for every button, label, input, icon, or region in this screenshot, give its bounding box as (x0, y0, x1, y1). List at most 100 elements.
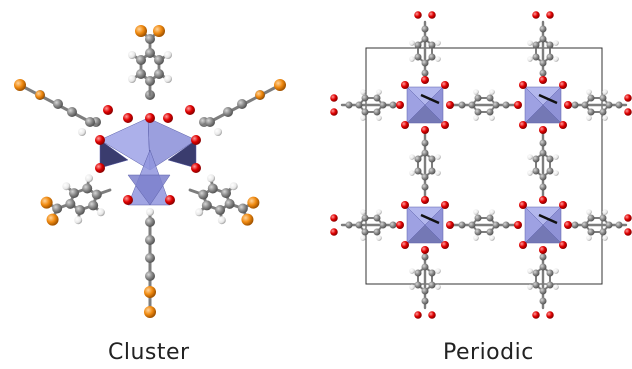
periodic-structure (330, 11, 632, 319)
carbon-atom (373, 94, 381, 102)
carbon-atom (546, 281, 554, 289)
oxygen-atom (95, 163, 105, 173)
carbon-atom (474, 228, 482, 236)
oxygen-atom (123, 195, 133, 205)
carbon-atom (52, 203, 63, 214)
carbon-atom (145, 271, 155, 281)
oxygen-atom (519, 81, 527, 89)
carbon-atom (539, 253, 547, 261)
carbon-atom (458, 101, 466, 109)
carbon-atom (74, 205, 85, 216)
hydrogen-atom (527, 284, 533, 290)
oxygen-atom (330, 108, 338, 116)
hydrogen-atom (360, 89, 366, 95)
carbon-atom (205, 117, 215, 127)
hydrogen-atom (409, 268, 415, 274)
oxygen-atom (421, 246, 429, 254)
oxygen-atom (414, 311, 422, 319)
hydrogen-atom (435, 170, 441, 176)
metal-polyhedron (524, 104, 562, 124)
oxygen-atom (330, 94, 338, 102)
carbon-atom (605, 221, 613, 229)
oxygen-atom (564, 221, 572, 229)
oxygen-atom (123, 113, 133, 123)
carbon-atom (532, 155, 540, 163)
carbon-atom (421, 59, 429, 67)
oxygen-atom (421, 76, 429, 84)
carbon-atom (539, 69, 547, 77)
cap-atom (14, 79, 26, 91)
hydrogen-atom (473, 89, 479, 95)
carbon-atom (581, 101, 589, 109)
carbon-atom (154, 55, 164, 65)
hydrogen-atom (376, 235, 382, 241)
carbon-atom (136, 69, 146, 79)
carbon-atom (474, 214, 482, 222)
carbon-atom (571, 221, 579, 229)
oxygen-atom (428, 311, 436, 319)
periodic-caption: Periodic (443, 340, 534, 365)
carbon-atom (532, 281, 540, 289)
hydrogen-atom (435, 154, 441, 160)
oxygen-atom (145, 113, 155, 123)
carbon-atom (421, 263, 429, 271)
carbon-atom (414, 269, 422, 277)
carbon-atom (136, 55, 146, 65)
hydrogen-atom (409, 154, 415, 160)
carbon-atom (53, 99, 63, 109)
carbon-atom (67, 107, 77, 117)
carbon-atom (373, 108, 381, 116)
carbon-atom (389, 221, 397, 229)
hydrogen-atom (435, 268, 441, 274)
hydrogen-atom (214, 128, 222, 136)
carbon-atom (223, 107, 233, 117)
hydrogen-atom (435, 40, 441, 46)
oxygen-atom (546, 11, 554, 19)
hydrogen-atom (527, 268, 533, 274)
carbon-atom (605, 101, 613, 109)
carbon-atom (345, 101, 353, 109)
carbon-atom (428, 281, 436, 289)
carbon-atom (546, 155, 554, 163)
hydrogen-atom (217, 216, 226, 225)
carbon-atom (492, 101, 500, 109)
oxygen-atom (401, 201, 409, 209)
hydrogen-atom (602, 115, 608, 121)
oxygen-atom (514, 101, 522, 109)
oxygen-atom (441, 121, 449, 129)
hydrogen-atom (376, 209, 382, 215)
carbon-atom (615, 221, 623, 229)
carbon-atom (539, 139, 547, 147)
hydrogen-atom (360, 115, 366, 121)
oxygen-atom (428, 11, 436, 19)
metal-polyhedron (406, 104, 444, 124)
carbon-atom (414, 155, 422, 163)
hydrogen-atom (62, 182, 71, 191)
hydrogen-atom (128, 75, 136, 83)
carbon-atom (355, 221, 363, 229)
carbon-atom (468, 101, 476, 109)
carbon-atom (428, 53, 436, 61)
oxygen-atom (446, 221, 454, 229)
carbon-atom (492, 221, 500, 229)
cap-atom (40, 196, 53, 209)
carbon-atom (539, 183, 547, 191)
oxygen-atom (441, 201, 449, 209)
carbon-atom (345, 221, 353, 229)
carbon-atom (421, 173, 429, 181)
carbon-atom (587, 94, 595, 102)
carbon-atom (414, 167, 422, 175)
metal-polyhedron (147, 117, 197, 171)
oxygen-atom (532, 11, 540, 19)
carbon-atom (389, 101, 397, 109)
cap-atom (46, 213, 59, 226)
oxygen-atom (539, 246, 547, 254)
oxygen-atom (519, 121, 527, 129)
oxygen-atom (564, 101, 572, 109)
hydrogen-atom (229, 182, 238, 191)
cap-atom (247, 196, 260, 209)
carbon-atom (355, 101, 363, 109)
carbon-atom (486, 214, 494, 222)
hydrogen-atom (207, 174, 216, 183)
oxygen-atom (559, 201, 567, 209)
